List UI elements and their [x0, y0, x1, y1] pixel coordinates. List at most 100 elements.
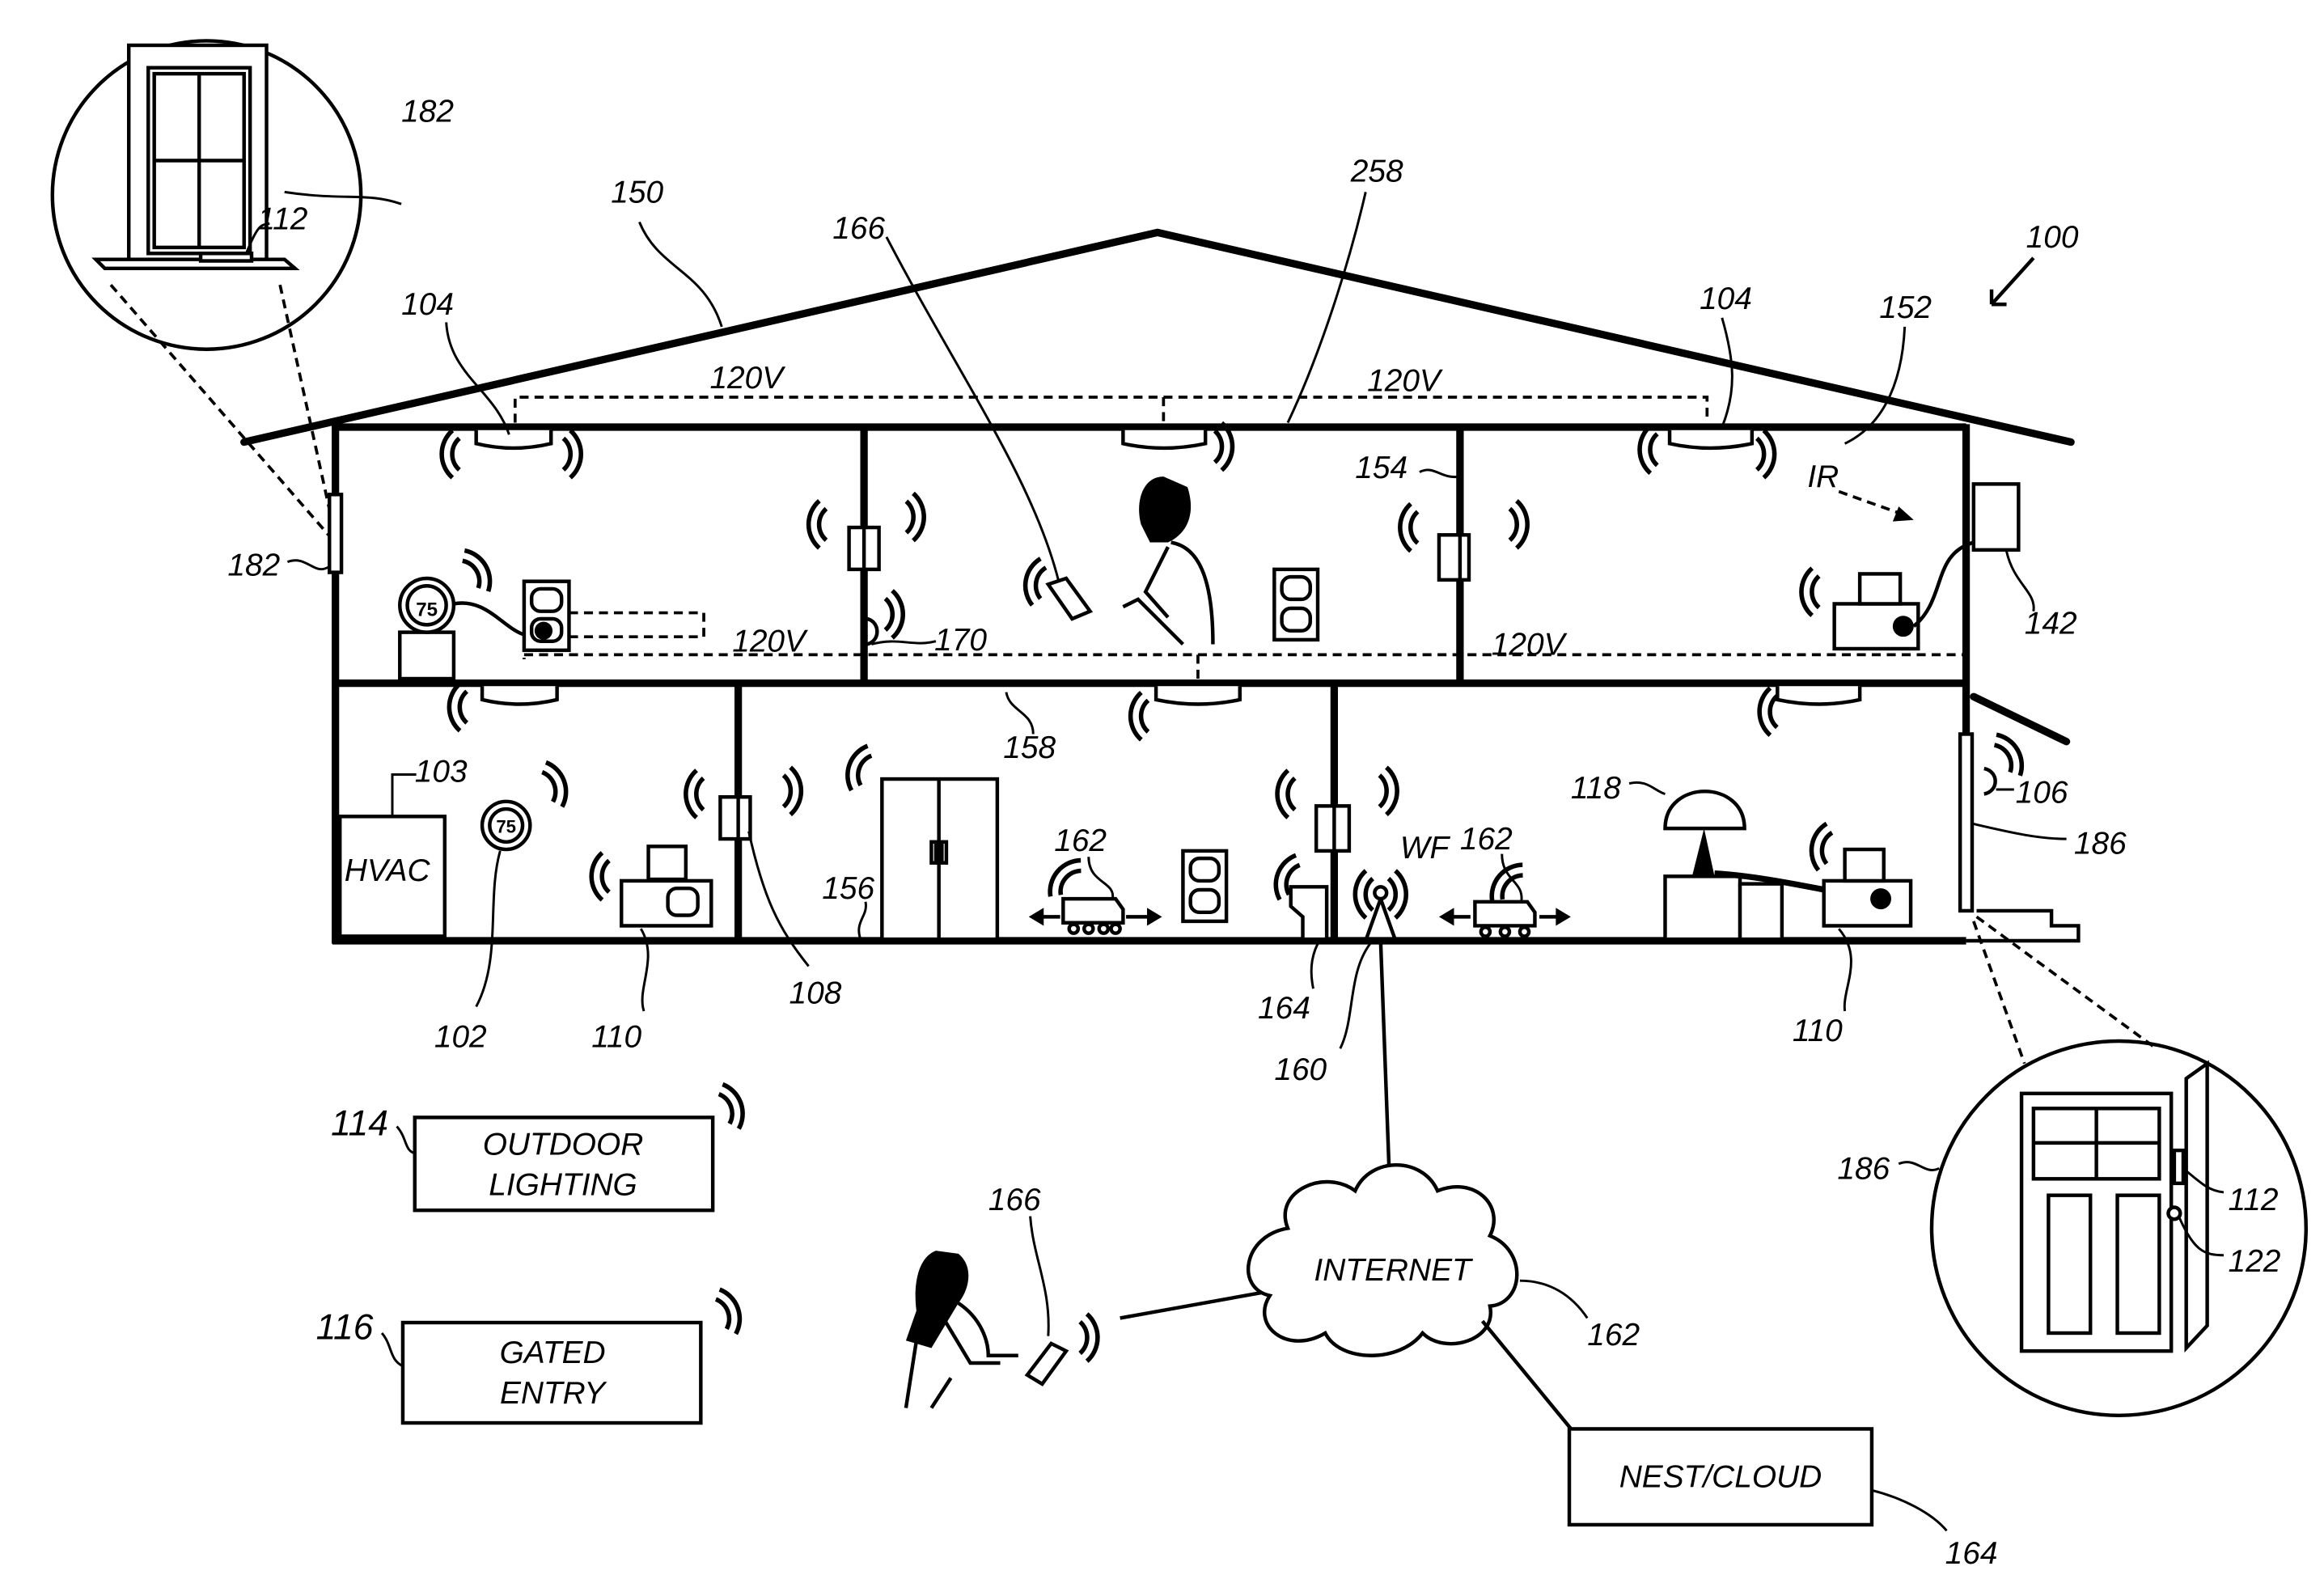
signal-wave-icon — [885, 599, 892, 630]
ref-162-robot-left: 162 — [1054, 823, 1107, 858]
signal-wave-icon — [1379, 775, 1386, 806]
ref-166-phone-outside: 166 — [988, 1183, 1041, 1217]
label-120v-top-right: 120V — [1367, 364, 1443, 399]
signal-wave-icon — [1509, 509, 1517, 540]
robot-vacuum-right — [1439, 902, 1571, 937]
signal-wave-icon — [542, 773, 556, 802]
ref-164-cloud: 164 — [1945, 1536, 1998, 1571]
ref-166-phone: 166 — [832, 211, 885, 246]
ref-112-door-sensor: 112 — [2229, 1183, 2279, 1217]
ref-182-side-window: 182 — [227, 548, 280, 582]
ref-150-roof: 150 — [611, 175, 663, 210]
label-nest-cloud: NEST/CLOUD — [1619, 1460, 1822, 1495]
refrigerator-icon — [882, 779, 997, 939]
label-wf: WF — [1400, 831, 1451, 866]
smart-plug-upper-right — [1835, 543, 1974, 649]
ref-158-floor: 158 — [1003, 730, 1056, 765]
signal-wave-icon — [784, 775, 791, 806]
signal-wave-icon — [1288, 778, 1295, 810]
label-internet: INTERNET — [1314, 1253, 1474, 1288]
signal-wave-icon — [459, 692, 467, 723]
gated-entry-line1: GATED — [500, 1336, 606, 1370]
signal-wave-icon — [1036, 568, 1046, 599]
ir-beam — [1839, 492, 1902, 514]
wifi-router-icon — [1365, 887, 1395, 941]
sensor-170-icon — [867, 619, 877, 644]
signal-wave-icon — [1995, 745, 2012, 773]
label-120v-mid-left: 120V — [732, 624, 808, 659]
ref-104-light-right: 104 — [1700, 282, 1752, 316]
signal-wave-icon — [1650, 434, 1657, 465]
wall-switch-icons — [720, 527, 1469, 851]
signal-wave-icon — [1411, 512, 1418, 544]
outlet-upper-left — [524, 582, 569, 650]
ref-108-switch: 108 — [789, 976, 842, 1011]
ref-258-wiring: 258 — [1350, 154, 1403, 188]
ref-100-figure: 100 — [2026, 220, 2079, 255]
signal-wave-icon — [819, 509, 827, 540]
signal-wave-icon — [602, 861, 609, 892]
ref-114-outdoor: 114 — [331, 1104, 388, 1144]
ref-162-robot-right: 162 — [1460, 822, 1513, 857]
ref-110-plug-left: 110 — [591, 1019, 641, 1054]
ref-170-sensor: 170 — [934, 623, 987, 658]
ref-156-wall: 156 — [822, 871, 874, 906]
ref-104-light-left: 104 — [401, 287, 454, 322]
signal-wave-icon — [906, 502, 913, 533]
ref-106-doorbell: 106 — [2016, 776, 2068, 811]
ref-116-gate: 116 — [316, 1307, 374, 1347]
smart-plug-lower-left — [621, 846, 711, 925]
door-inset — [1899, 916, 2306, 1415]
side-window — [329, 494, 341, 572]
arrow-icon — [1992, 258, 2034, 304]
label-120v-top-left: 120V — [709, 361, 785, 396]
person-with-phone-icon — [1048, 476, 1213, 644]
smart-plug-lower-right — [1824, 849, 1911, 925]
lamp-118-icon — [1665, 791, 1781, 939]
robot-vacuum-left — [1029, 899, 1162, 933]
label-ir: IR — [1807, 459, 1839, 494]
outdoor-lighting-line2: LIGHTING — [489, 1168, 637, 1203]
label-120v-mid-right: 120V — [1492, 627, 1568, 662]
signal-wave-icon — [1060, 870, 1081, 895]
ref-102-thermostat: 102 — [434, 1019, 487, 1054]
arrow-icon — [1893, 506, 1914, 522]
smoke-detector-164-icon — [1291, 887, 1327, 939]
ref-164-smoke: 164 — [1258, 991, 1310, 1026]
ref-182-window-inset: 182 — [401, 94, 454, 129]
outdoor-lighting-line1: OUTDOOR — [483, 1128, 644, 1162]
outlet-lower-mid — [1183, 851, 1226, 921]
ref-154-switch: 154 — [1355, 451, 1408, 485]
ref-103-hvac: 103 — [415, 755, 468, 790]
outlet-upper-mid — [1274, 569, 1318, 640]
signal-wave-icon — [1365, 878, 1373, 910]
ref-142: 142 — [2025, 606, 2077, 641]
ref-160-router: 160 — [1274, 1052, 1327, 1087]
signal-wave-icon — [563, 438, 570, 470]
roof — [244, 232, 2071, 442]
ceiling-light-icons — [476, 430, 1860, 705]
front-door — [1960, 734, 1972, 911]
signal-wave-icon — [858, 756, 872, 785]
ref-110-plug-right: 110 — [1793, 1014, 1843, 1048]
signal-wave-icon — [719, 1094, 733, 1124]
label-hvac: HVAC — [345, 853, 431, 888]
signal-wave-icon — [1822, 832, 1831, 863]
signal-wave-icon — [696, 778, 704, 810]
signal-wave-icon — [1388, 878, 1395, 910]
signal-wave-icon — [1757, 438, 1764, 470]
house-structure — [332, 424, 2078, 1183]
window-inset — [53, 40, 401, 539]
signal-wave-icon — [1812, 576, 1819, 607]
signal-wave-icon — [1080, 1322, 1087, 1353]
signal-wave-icon — [716, 1299, 730, 1329]
doorbell-106-icon — [1984, 768, 1996, 794]
signal-wave-icon — [452, 438, 459, 470]
hazard-detector-142 — [1974, 484, 2019, 549]
ref-112-window-sensor: 112 — [257, 202, 307, 237]
ref-122-lock: 122 — [2229, 1244, 2281, 1279]
ref-186-door-inset: 186 — [1837, 1151, 1890, 1186]
signal-wave-icon — [1215, 431, 1222, 463]
signal-wave-icon — [463, 561, 480, 588]
